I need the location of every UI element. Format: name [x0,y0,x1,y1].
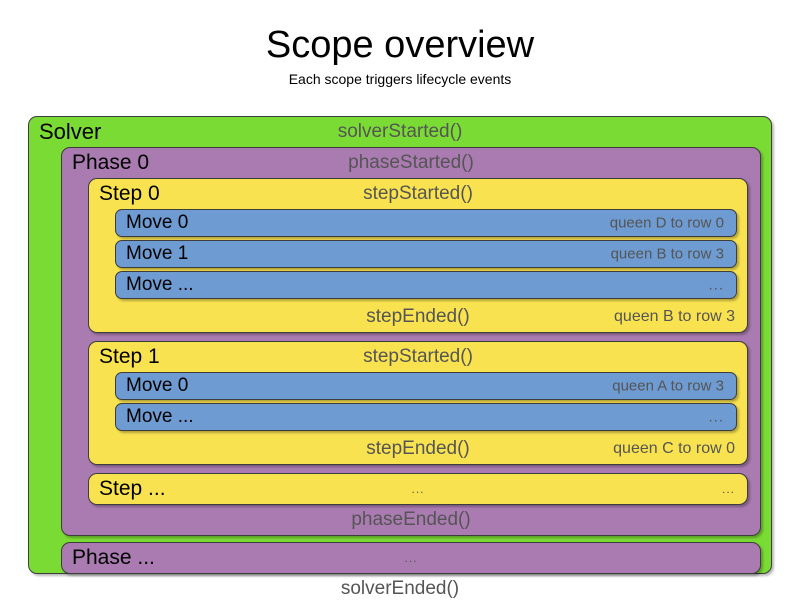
step-0-label: Step 0 [99,182,160,205]
move-detail: queen B to row 3 [610,245,724,263]
phase-0-footer: phaseEnded() [62,505,760,535]
phase-0-label: Phase 0 [72,151,150,174]
move-detail: queen D to row 0 [609,214,724,232]
move-detail: ... [708,276,724,294]
step-1-ended-detail: queen C to row 0 [613,440,735,457]
step-1-label: Step 1 [99,345,160,368]
step-0-ended-detail: queen B to row 3 [614,308,735,325]
move-detail: ... [708,408,724,426]
step-ellipsis-label: Step ... [99,477,166,500]
heading-block: Scope overview Each scope triggers lifec… [0,0,800,88]
solver-header: Solver solverStarted() [29,117,771,147]
step-1-header: Step 1 stepStarted() [89,342,747,372]
move-label: Move ... [126,406,194,427]
phase-0-ended-event: phaseEnded() [351,509,471,530]
step-scope-0[interactable]: Step 0 stepStarted() Move 0 queen D to r… [88,178,748,333]
phase-0-header: Phase 0 phaseStarted() [62,148,760,178]
step-1-started-event: stepStarted() [363,346,473,367]
phase-ellipsis-header: Phase ... ... [62,543,760,573]
move-item[interactable]: Move 1 queen B to row 3 [115,240,737,268]
step-scope-ellipsis[interactable]: Step ... ... ... [88,473,748,505]
move-item-ellipsis[interactable]: Move ... ... [115,271,737,299]
move-label: Move 0 [126,375,189,396]
step-0-move-list: Move 0 queen D to row 0 Move 1 queen B t… [89,209,747,299]
move-label: Move 1 [126,243,189,264]
phase-0-started-event: phaseStarted() [348,152,474,173]
step-0-footer: stepEnded() queen B to row 3 [89,302,747,332]
step-0-header: Step 0 stepStarted() [89,179,747,209]
step-ellipsis-header: Step ... ... ... [89,474,747,504]
solver-scope[interactable]: Solver solverStarted() Phase 0 phaseStar… [28,116,772,599]
move-label: Move 0 [126,212,189,233]
move-item-ellipsis[interactable]: Move ... ... [115,403,737,431]
step-1-move-list: Move 0 queen A to row 3 Move ... ... [89,372,747,431]
phase-scope-ellipsis[interactable]: Phase ... ... [61,542,761,574]
page-subtitle: Each scope triggers lifecycle events [288,71,512,87]
step-0-started-event: stepStarted() [363,183,473,204]
solver-label: Solver [39,119,102,144]
solver-ended-event: solverEnded() [340,578,460,599]
phase-scope-0[interactable]: Phase 0 phaseStarted() Step 0 stepStarte… [61,147,761,536]
move-item[interactable]: Move 0 queen A to row 3 [115,372,737,400]
move-label: Move ... [126,274,194,295]
page-title: Scope overview [265,24,535,66]
step-scope-1[interactable]: Step 1 stepStarted() Move 0 queen A to r… [88,341,748,465]
step-1-footer: stepEnded() queen C to row 0 [89,434,747,464]
move-item[interactable]: Move 0 queen D to row 0 [115,209,737,237]
step-ellipsis-right: ... [721,482,735,496]
step-ellipsis-center: ... [411,482,425,496]
phase-ellipsis-label: Phase ... [72,546,155,569]
move-detail: queen A to row 3 [612,377,724,395]
phase-ellipsis-center: ... [404,551,418,565]
solver-started-event: solverStarted() [337,121,463,142]
